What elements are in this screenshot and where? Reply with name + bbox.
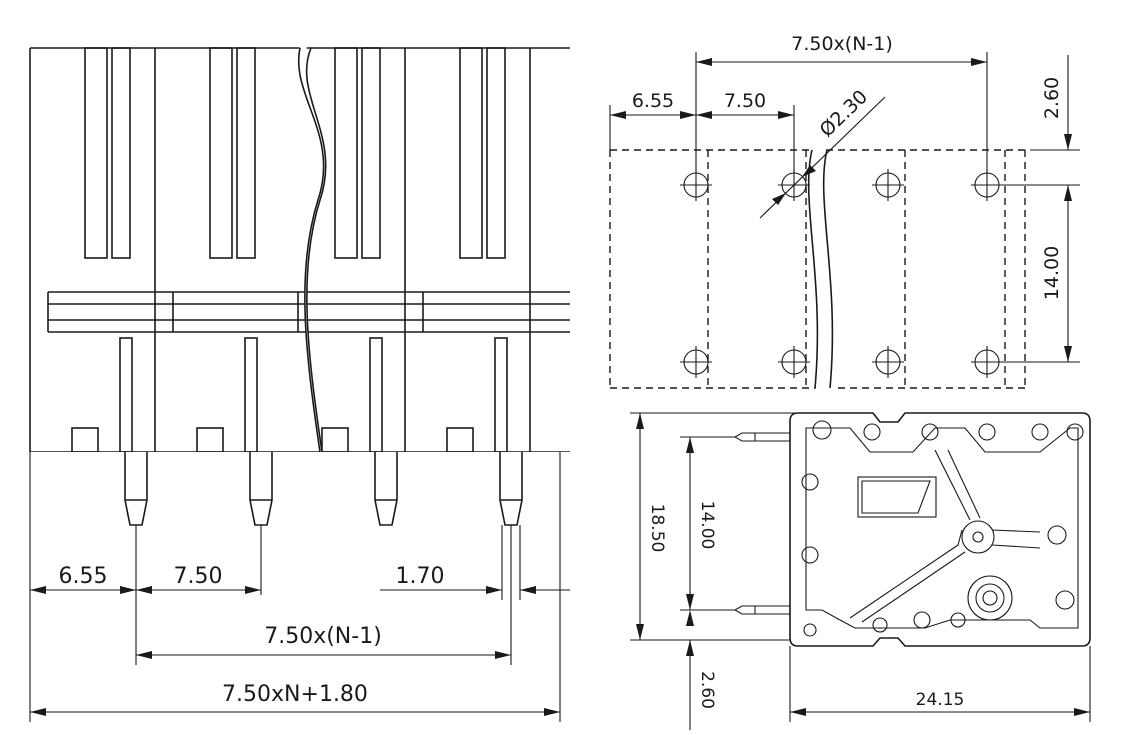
top-dim-row-spacing: 14.00 <box>1041 246 1063 300</box>
top-view: 6.55 7.50 7.50x(N-1) Ø2.30 2.60 14.00 <box>609 33 1080 389</box>
top-dim-span: 7.50x(N-1) <box>791 33 893 55</box>
front-dim-pitch-first: 6.55 <box>59 564 108 589</box>
mounting-holes <box>680 169 1003 378</box>
side-window <box>857 476 937 518</box>
front-view: 6.55 7.50 1.70 7.50x(N-1) 7.50xN+1.80 <box>29 47 570 722</box>
break-line <box>297 47 327 453</box>
top-body-right <box>824 149 1026 389</box>
top-dim-hole-diameter: Ø2.30 <box>816 86 872 142</box>
front-body-left <box>29 47 324 452</box>
side-ribs <box>849 449 1041 623</box>
side-body-outline <box>789 412 1091 647</box>
front-dim-pin-width: 1.70 <box>396 564 445 589</box>
front-dim-pitch: 7.50 <box>174 564 223 589</box>
front-dim-span: 7.50x(N-1) <box>264 624 382 649</box>
side-dim-bottom-offset: 2.60 <box>697 671 717 709</box>
side-dimensions <box>630 412 1091 730</box>
top-dim-pitch: 7.50 <box>724 90 766 112</box>
top-break-line <box>807 149 834 389</box>
front-body-right <box>306 47 570 452</box>
top-body-left <box>609 149 818 389</box>
side-inner-web <box>805 427 1079 629</box>
front-dim-overall: 7.50xN+1.80 <box>222 682 368 707</box>
top-dim-pitch-first: 6.55 <box>632 90 674 112</box>
top-dim-edge-offset: 2.60 <box>1041 77 1063 119</box>
side-dim-row-spacing: 14.00 <box>697 501 717 550</box>
side-dim-height: 18.50 <box>647 504 667 553</box>
side-view: 18.50 14.00 2.60 24.15 <box>630 412 1091 730</box>
pin-tips <box>124 452 523 526</box>
front-dimensions <box>29 452 570 722</box>
side-dim-depth: 24.15 <box>916 690 965 710</box>
side-pins <box>733 432 791 615</box>
side-holes <box>801 420 1084 637</box>
